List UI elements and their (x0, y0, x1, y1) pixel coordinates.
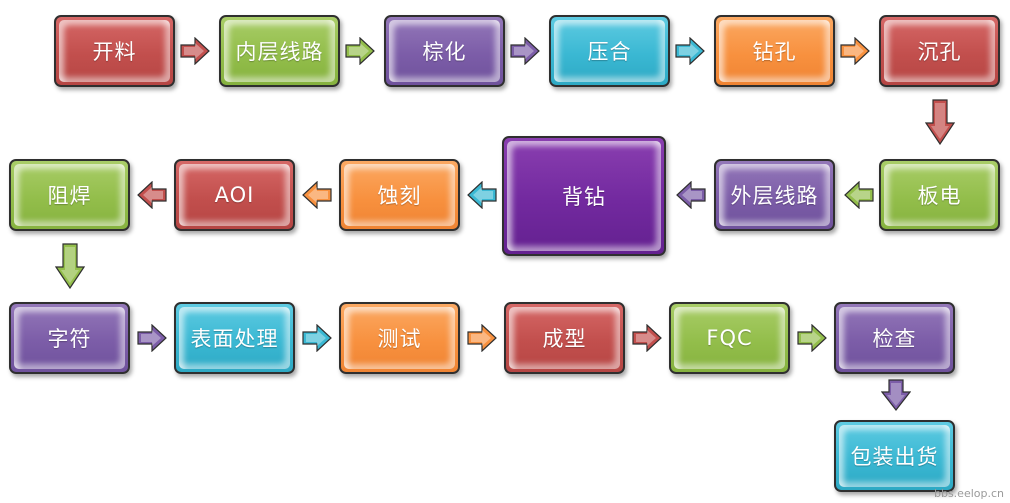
arrow-right-icon (467, 324, 497, 352)
step-inner-layer: 内层线路 (219, 15, 340, 87)
step-inspection: 检查 (834, 302, 955, 374)
step-label: 测试 (377, 327, 422, 351)
arrow-right-icon (840, 37, 870, 65)
arrow-down-icon (925, 99, 955, 145)
step-fqc: FQC (669, 302, 790, 374)
step-label: 阻焊 (47, 184, 92, 208)
step-pth: 沉孔 (879, 15, 1000, 87)
step-surface-finish: 表面处理 (174, 302, 295, 374)
step-kailiao: 开料 (54, 15, 175, 87)
step-label: 背钻 (562, 185, 606, 209)
step-label: 外层线路 (730, 184, 819, 208)
step-lamination: 压合 (549, 15, 670, 87)
step-label: AOI (214, 183, 255, 207)
arrow-right-icon (302, 324, 332, 352)
arrow-left-icon (302, 181, 332, 209)
step-browning: 棕化 (384, 15, 505, 87)
arrow-right-icon (137, 324, 167, 352)
step-outer-layer: 外层线路 (714, 159, 835, 231)
step-label: FQC (706, 326, 753, 350)
step-solder-mask: 阻焊 (9, 159, 130, 231)
step-label: 开料 (92, 40, 137, 64)
step-label: 内层线路 (235, 40, 324, 64)
step-label: 检查 (872, 327, 917, 351)
arrow-left-icon (467, 181, 497, 209)
step-aoi: AOI (174, 159, 295, 231)
step-label: 棕化 (422, 40, 467, 64)
step-label: 板电 (917, 184, 962, 208)
arrow-right-icon (510, 37, 540, 65)
arrow-right-icon (632, 324, 662, 352)
step-packing-shipping: 包装出货 (834, 420, 955, 492)
step-etching: 蚀刻 (339, 159, 460, 231)
arrow-right-icon (675, 37, 705, 65)
step-label: 包装出货 (850, 445, 939, 469)
arrow-left-icon (676, 181, 706, 209)
step-label: 字符 (47, 327, 92, 351)
step-silkscreen: 字符 (9, 302, 130, 374)
step-drilling: 钻孔 (714, 15, 835, 87)
arrow-right-icon (797, 324, 827, 352)
arrow-right-icon (180, 37, 210, 65)
step-label: 表面处理 (190, 327, 279, 351)
arrow-right-icon (345, 37, 375, 65)
step-label: 沉孔 (917, 40, 962, 64)
step-panel-plating: 板电 (879, 159, 1000, 231)
step-label: 成型 (542, 327, 587, 351)
step-label: 蚀刻 (377, 184, 422, 208)
watermark-text: bbs.eelop.cn (933, 487, 1004, 500)
arrow-left-icon (844, 181, 874, 209)
step-back-drill: 背钻 (502, 136, 666, 256)
step-routing: 成型 (504, 302, 625, 374)
step-label: 压合 (587, 40, 632, 64)
arrow-left-icon (137, 181, 167, 209)
step-label: 钻孔 (752, 40, 797, 64)
step-testing: 测试 (339, 302, 460, 374)
arrow-down-icon (881, 379, 911, 411)
arrow-down-icon (55, 243, 85, 289)
